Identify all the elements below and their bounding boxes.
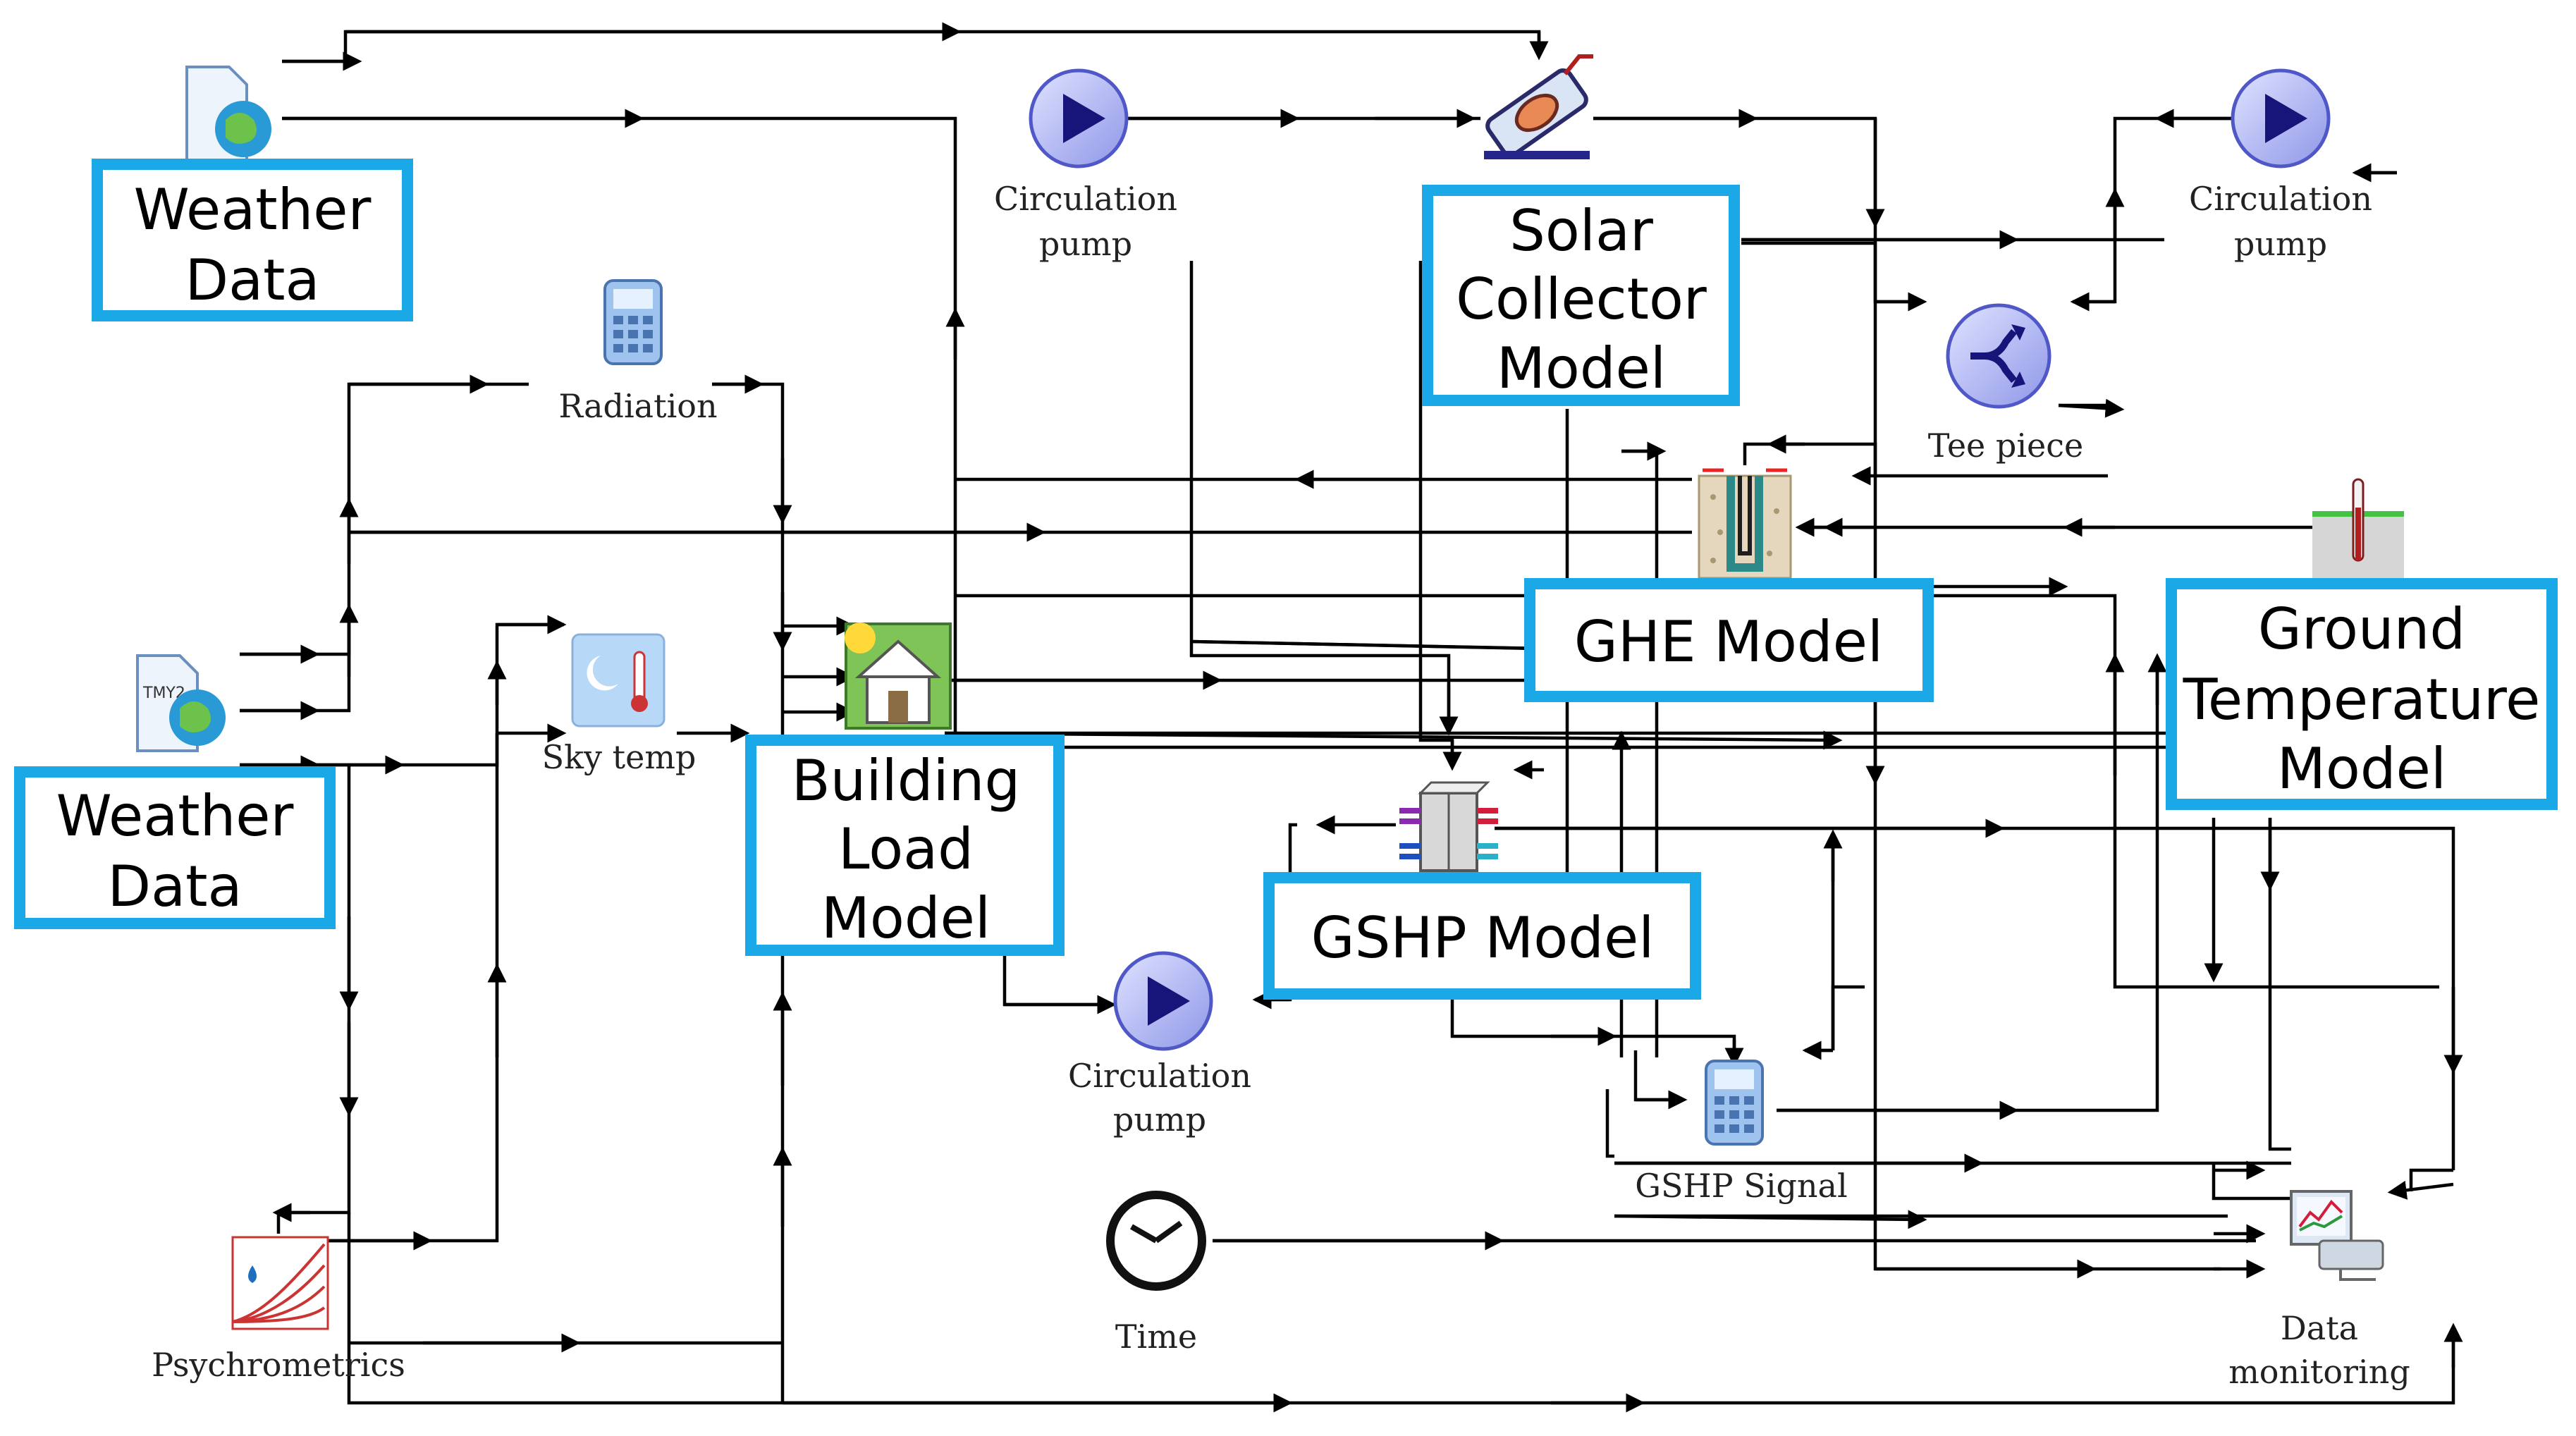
- data-monitoring-label-1: Data: [2281, 1309, 2358, 1347]
- weather-data-top-box: Weather Data: [92, 159, 413, 321]
- tee-piece-label: Tee piece: [1928, 426, 2084, 465]
- data-monitoring-icon: [2290, 1190, 2384, 1281]
- building-house-icon: [845, 622, 952, 730]
- psychrometrics-chart-icon: [231, 1236, 329, 1330]
- psychrometrics-label: Psychrometrics: [152, 1346, 405, 1384]
- weather-file-icon: [185, 66, 271, 164]
- ground-temperature-icon: [2312, 478, 2404, 582]
- ground-temperature-model-box: Ground Temperature Model: [2166, 578, 2558, 810]
- ground-heat-exchanger-icon: [1698, 468, 1792, 579]
- solar-collector-icon: [1484, 54, 1593, 159]
- pump-top-label-1: Circulation: [994, 180, 1177, 218]
- sky-temp-label: Sky temp: [542, 738, 697, 776]
- gshp-signal-calculator-icon: [1705, 1060, 1764, 1146]
- connection-lines: [240, 22, 2463, 1413]
- solar-collector-line-3: Model: [1497, 336, 1666, 401]
- radiation-calculator-icon: [603, 279, 663, 365]
- building-load-line-3: Model: [821, 885, 990, 951]
- ghe-model-box: GHE Model: [1524, 578, 1934, 702]
- pump-right-label-2: pump: [2234, 225, 2327, 263]
- solar-collector-line-1: Solar: [1509, 198, 1653, 264]
- gshp-model-label: GSHP Model: [1311, 905, 1655, 971]
- tee-piece-icon: [1946, 303, 2051, 409]
- radiation-label: Radiation: [558, 387, 717, 425]
- pump-bottom-icon: [1113, 951, 1213, 1051]
- time-label: Time: [1115, 1318, 1197, 1356]
- solar-collector-model-box: Solar Collector Model: [1422, 185, 1740, 406]
- pump-bottom-label-2: pump: [1113, 1100, 1206, 1139]
- data-monitoring-label-2: monitoring: [2228, 1353, 2410, 1391]
- pump-right-icon: [2231, 68, 2331, 168]
- ghe-model-label: GHE Model: [1574, 609, 1883, 675]
- heat-pump-unit-icon: [1399, 781, 1498, 872]
- pump-top-icon: [1029, 68, 1129, 168]
- gshp-model-box: GSHP Model: [1263, 872, 1701, 1000]
- weather-data-top-line-1: Weather: [134, 177, 372, 243]
- weather-data-left-box: Weather Data: [14, 766, 336, 929]
- component-labels: Circulation pump Circulation pump Circul…: [152, 180, 2410, 1391]
- solar-collector-line-2: Collector: [1456, 266, 1707, 332]
- ground-temp-line-1: Ground: [2258, 596, 2465, 662]
- building-load-line-1: Building: [792, 748, 1021, 814]
- clock-icon: [1106, 1191, 1206, 1291]
- pump-top-label-2: pump: [1039, 225, 1132, 263]
- building-load-model-box: Building Load Model: [745, 735, 1065, 956]
- ground-temp-line-3: Model: [2277, 736, 2446, 802]
- weather-data-top-line-2: Data: [185, 247, 319, 313]
- weather-data-left-line-2: Data: [107, 854, 242, 919]
- sky-temperature-icon: [571, 633, 666, 728]
- gshp-signal-label: GSHP Signal: [1635, 1167, 1847, 1205]
- weather-data-left-line-1: Weather: [56, 783, 294, 849]
- pump-bottom-label-1: Circulation: [1068, 1057, 1251, 1095]
- pump-right-label-1: Circulation: [2189, 180, 2372, 218]
- tmy2-weather-file-icon: TMY2: [136, 654, 226, 752]
- building-load-line-2: Load: [838, 816, 974, 882]
- ground-temp-line-2: Temperature: [2183, 667, 2541, 732]
